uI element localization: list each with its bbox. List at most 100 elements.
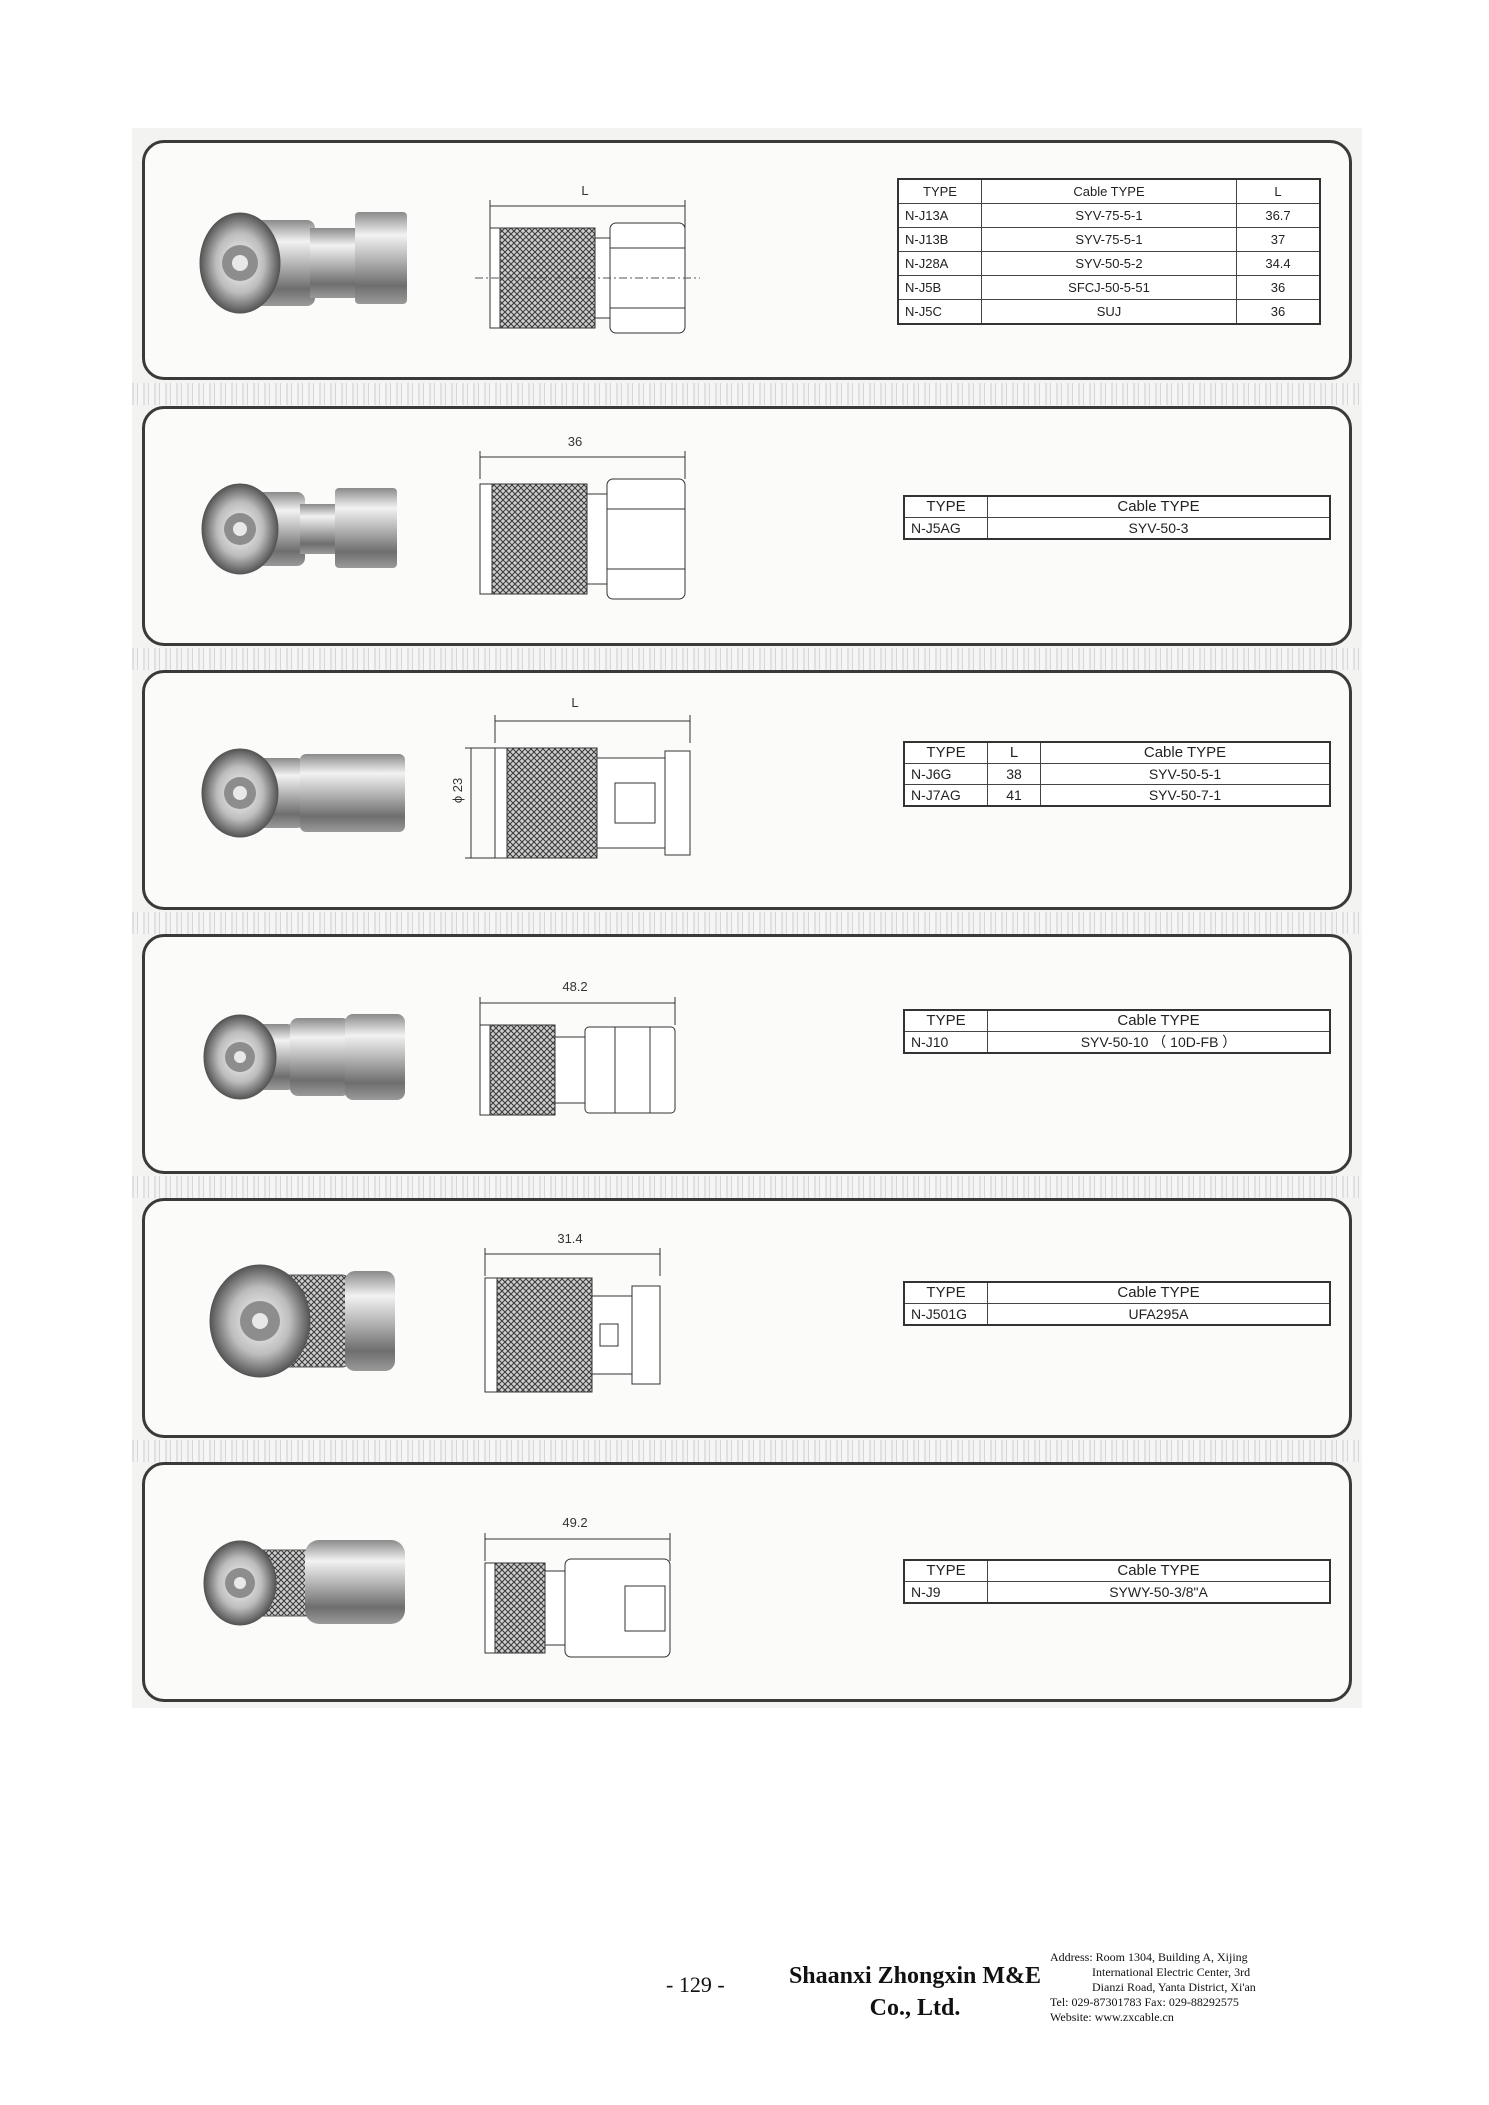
table-header: TYPE bbox=[903, 741, 988, 764]
table-cell: N-J10 bbox=[903, 1031, 988, 1054]
table-header: Cable TYPE bbox=[987, 495, 1331, 518]
dimension-label: 36 bbox=[567, 434, 583, 449]
table-cell: N-J28A bbox=[897, 251, 982, 276]
table-cell: N-J6G bbox=[903, 763, 988, 785]
contact-info: Address: Room 1304, Building A, Xijing I… bbox=[1050, 1950, 1340, 2025]
connector-photo bbox=[203, 1540, 405, 1626]
table-header: TYPE bbox=[903, 1009, 988, 1032]
scan-band bbox=[132, 1176, 1362, 1198]
table-header: TYPE bbox=[903, 1559, 988, 1582]
table-cell: 36 bbox=[1236, 299, 1321, 325]
dimension-label: 48.2 bbox=[562, 979, 588, 994]
table-cell: SYWY-50-3/8"A bbox=[987, 1581, 1331, 1604]
table-cell: N-J5C bbox=[897, 299, 982, 325]
company-name: Shaanxi Zhongxin M&E Co., Ltd. bbox=[760, 1960, 1070, 2024]
table-cell: 36.7 bbox=[1236, 203, 1321, 228]
table-cell: SYV-50-5-2 bbox=[981, 251, 1237, 276]
table-cell: 38 bbox=[987, 763, 1041, 785]
website-line: Website: www.zxcable.cn bbox=[1050, 2010, 1174, 2024]
table-cell: N-J13B bbox=[897, 227, 982, 252]
address-line: Address: Room 1304, Building A, Xijing bbox=[1050, 1950, 1248, 1964]
connector-photo bbox=[203, 1014, 405, 1100]
table-header: Cable TYPE bbox=[987, 1559, 1331, 1582]
connector-drawing bbox=[475, 200, 700, 334]
dimension-label: 49.2 bbox=[562, 1515, 588, 1530]
connector-drawing bbox=[479, 997, 676, 1116]
table-cell: 37 bbox=[1236, 227, 1321, 252]
table-header: TYPE bbox=[903, 495, 988, 518]
connector-photo bbox=[201, 748, 405, 838]
table-header: Cable TYPE bbox=[987, 1281, 1331, 1304]
phone-fax-line: Tel: 029-87301783 Fax: 029-88292575 bbox=[1050, 1995, 1239, 2009]
connector-drawing bbox=[484, 1533, 671, 1658]
table-header: TYPE bbox=[897, 178, 982, 204]
scan-band bbox=[132, 912, 1362, 934]
connector-drawing bbox=[479, 451, 686, 600]
table-cell: N-J5B bbox=[897, 275, 982, 300]
table-cell: SYV-50-10 （ 10D-FB ） bbox=[987, 1031, 1331, 1054]
table-cell: SFCJ-50-5-51 bbox=[981, 275, 1237, 300]
dimension-label: 31.4 bbox=[557, 1231, 583, 1246]
scan-band bbox=[132, 648, 1362, 670]
company-name-line: Co., Ltd. bbox=[869, 1995, 961, 2021]
connector-drawing bbox=[465, 715, 691, 859]
address-line: International Electric Center, 3rd bbox=[1092, 1965, 1251, 1979]
table-cell: SYV-75-5-1 bbox=[981, 203, 1237, 228]
dimension-label: L bbox=[581, 183, 589, 198]
table-cell: N-J9 bbox=[903, 1581, 988, 1604]
table-header: TYPE bbox=[903, 1281, 988, 1304]
table-cell: SYV-50-3 bbox=[987, 517, 1331, 540]
scan-band bbox=[132, 383, 1362, 405]
table-cell: N-J13A bbox=[897, 203, 982, 228]
scan-band bbox=[132, 1440, 1362, 1462]
connector-photo bbox=[199, 212, 407, 314]
page-number: - 129 - bbox=[666, 1972, 725, 1997]
company-name-line: Shaanxi Zhongxin M&E bbox=[788, 1963, 1042, 1989]
connector-drawing bbox=[484, 1248, 661, 1393]
table-cell: SUJ bbox=[981, 299, 1237, 325]
table-cell: 41 bbox=[987, 784, 1041, 807]
connector-photo bbox=[201, 483, 397, 575]
table-header: L bbox=[1236, 178, 1321, 204]
table-cell: N-J501G bbox=[903, 1303, 988, 1326]
table-cell: SYV-50-7-1 bbox=[1040, 784, 1331, 807]
table-cell: SYV-75-5-1 bbox=[981, 227, 1237, 252]
dimension-label: L bbox=[571, 695, 579, 710]
table-cell: N-J7AG bbox=[903, 784, 988, 807]
table-header: Cable TYPE bbox=[1040, 741, 1331, 764]
table-header: L bbox=[987, 741, 1041, 764]
table-cell: 34.4 bbox=[1236, 251, 1321, 276]
address-line: Dianzi Road, Yanta District, Xi'an bbox=[1092, 1980, 1256, 1994]
table-cell: N-J5AG bbox=[903, 517, 988, 540]
table-cell: SYV-50-5-1 bbox=[1040, 763, 1331, 785]
diameter-label: ϕ 23 bbox=[450, 777, 466, 804]
connector-photo bbox=[209, 1264, 395, 1378]
table-header: Cable TYPE bbox=[987, 1009, 1331, 1032]
table-cell: 36 bbox=[1236, 275, 1321, 300]
table-cell: UFA295A bbox=[987, 1303, 1331, 1326]
table-header: Cable TYPE bbox=[981, 178, 1237, 204]
